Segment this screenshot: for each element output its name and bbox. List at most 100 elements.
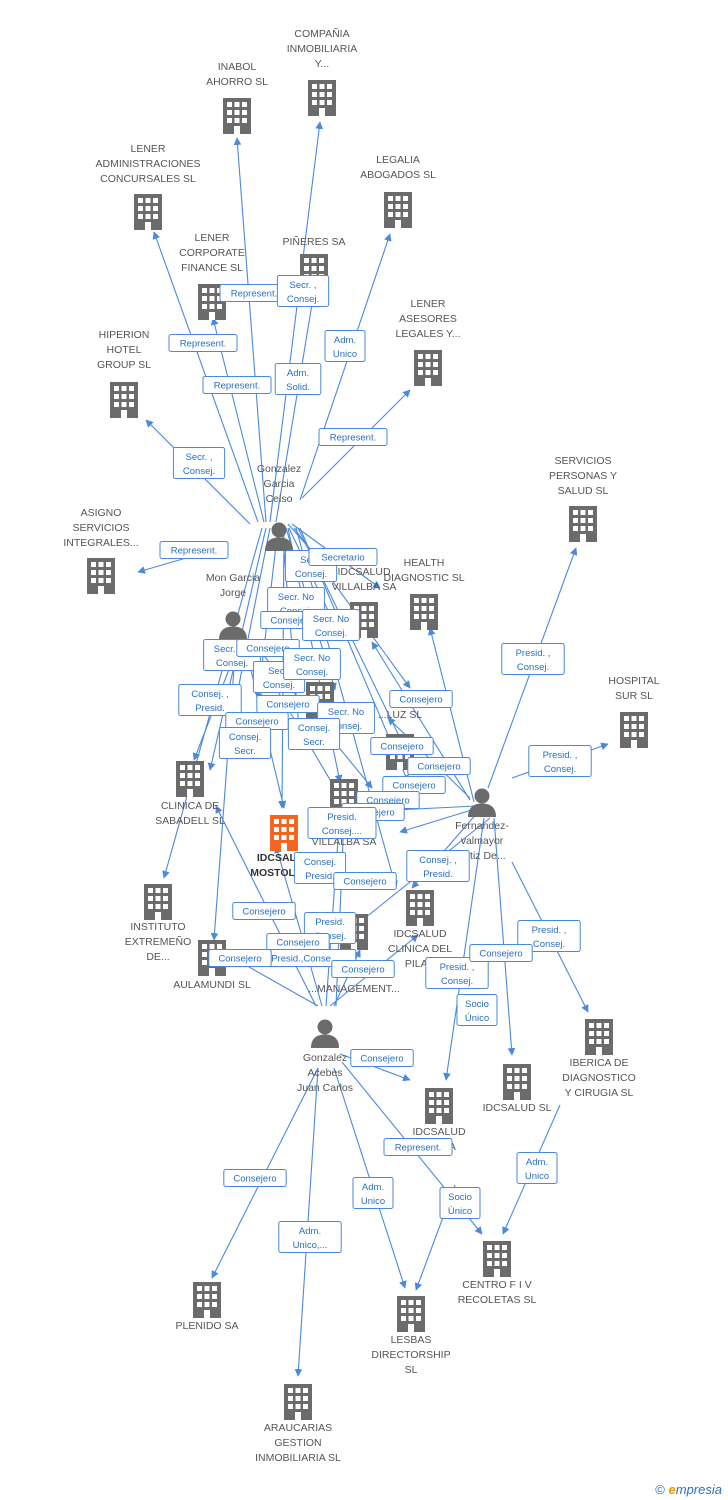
node-compania[interactable]: COMPAÑIAINMOBILIARIAY...: [287, 27, 358, 116]
edge-label-text: Consejero: [399, 695, 442, 706]
edge-labels-layer: Represent. Secr. ,Consej. Represent. Adm.Un…: [159, 275, 592, 1253]
edge-label[interactable]: Consejero: [331, 960, 395, 978]
edge-label-box: [383, 1138, 453, 1156]
edge-label-text: Consej.: [298, 723, 330, 734]
edge-label-text: Consej.: [315, 628, 347, 639]
edge-label[interactable]: Presid. ,Consej.: [517, 920, 581, 952]
edge-label[interactable]: Presid. ,Consej.: [501, 643, 565, 675]
node-label: LESBAS: [391, 1334, 432, 1346]
edge-label-text: Consej.: [287, 294, 319, 305]
edge-label[interactable]: Secr. ,Consej.: [276, 275, 330, 307]
edge-label-box: [159, 541, 229, 559]
node-pineres[interactable]: PIÑERES SA: [282, 235, 346, 290]
edge-line: [443, 817, 485, 1081]
edge-label-box: [307, 807, 377, 839]
edge-label[interactable]: Secretario: [308, 548, 378, 566]
edge-label[interactable]: Adm.Unico: [352, 1177, 394, 1209]
edge-label[interactable]: Consejero: [333, 872, 397, 890]
edge-label[interactable]: Consejero: [223, 1169, 287, 1187]
node-label: ...MANAGEMENT...: [308, 983, 400, 995]
building-icon: [223, 98, 251, 134]
edge-label[interactable]: Consejero: [382, 776, 446, 794]
node-idcsalud_sl[interactable]: IDCSALUD SL: [483, 1064, 552, 1114]
edge-label-box: [274, 363, 322, 395]
edge-label[interactable]: Consejero: [232, 902, 296, 920]
node-asigno[interactable]: ASIGNOSERVICIOSINTEGRALES...: [63, 507, 139, 594]
node-mgmt[interactable]: ...MANAGEMENT...: [308, 914, 400, 995]
edge-label[interactable]: Consej.Secr.: [287, 718, 341, 750]
edge-label[interactable]: Secr. ,Consej.: [172, 447, 226, 479]
edge-label[interactable]: Represent.: [318, 428, 388, 446]
node-label: SERVICIOS: [73, 522, 130, 534]
node-luz[interactable]: ...LUZ SL: [378, 709, 423, 770]
edge-label[interactable]: Consejero: [266, 933, 330, 951]
edge-label[interactable]: Consejero: [370, 737, 434, 755]
edge-label[interactable]: Consej. ,Presid.: [178, 684, 242, 716]
edge-label[interactable]: Represent.: [159, 541, 229, 559]
edge-label[interactable]: Consejero: [389, 690, 453, 708]
edge-label[interactable]: Represent.: [383, 1138, 453, 1156]
node-label: RECOLETAS SL: [458, 1294, 537, 1306]
edge-label-box: [208, 949, 272, 967]
brand-logo[interactable]: empresia: [668, 1482, 722, 1497]
edge-label[interactable]: Consejero: [350, 1049, 414, 1067]
edge-label-box: [352, 1177, 394, 1209]
edge-label-text: Consej. ,: [419, 855, 457, 866]
node-label: IDCSALUD: [337, 566, 391, 578]
edge-label[interactable]: Presid.,Conse...: [253, 949, 357, 967]
edge-label[interactable]: Consejero: [469, 944, 533, 962]
edge-label[interactable]: Consej. ,Presid.: [406, 850, 470, 882]
edge-label[interactable]: Consejero: [208, 949, 272, 967]
node-plenido[interactable]: PLENIDO SA: [175, 1282, 239, 1332]
node-label: Garcia: [264, 478, 295, 490]
edge-label-text: Socio: [448, 1192, 472, 1203]
edge-label[interactable]: Adm.Unico: [324, 330, 366, 362]
edge-label-box: [202, 376, 272, 394]
edge-label[interactable]: Consejero: [256, 695, 320, 713]
node-extremeno[interactable]: INSTITUTOEXTREMEÑODE...: [125, 884, 192, 963]
edge-label[interactable]: Consejero: [407, 757, 471, 775]
node-aulamundi[interactable]: AULAMUNDI SL: [173, 940, 251, 991]
edge-label-box: [407, 757, 471, 775]
edge-label[interactable]: Presid. ,Consej.: [425, 957, 489, 989]
edge-label-box: [425, 957, 489, 989]
node-label: Acebes: [307, 1067, 342, 1079]
edge-label[interactable]: Adm.Unico,...: [278, 1221, 342, 1253]
edge-label[interactable]: Presid.Consej....: [307, 807, 377, 839]
edge-label[interactable]: Represent.: [168, 334, 238, 352]
node-label: INABOL: [218, 61, 257, 73]
edge-label[interactable]: Represent.: [202, 376, 272, 394]
edge-label[interactable]: Consejero: [225, 712, 289, 730]
edge-label[interactable]: Presid. ,Consej.: [528, 745, 592, 777]
edge-label[interactable]: Adm.Unico: [516, 1152, 558, 1184]
building-icon: [134, 194, 162, 230]
edge-label[interactable]: Adm.Solid.: [274, 363, 322, 395]
edge-label-box: [517, 920, 581, 952]
edge-label[interactable]: Consej.Presid.: [293, 852, 347, 884]
edge-label[interactable]: Consej.Secr.: [218, 727, 272, 759]
